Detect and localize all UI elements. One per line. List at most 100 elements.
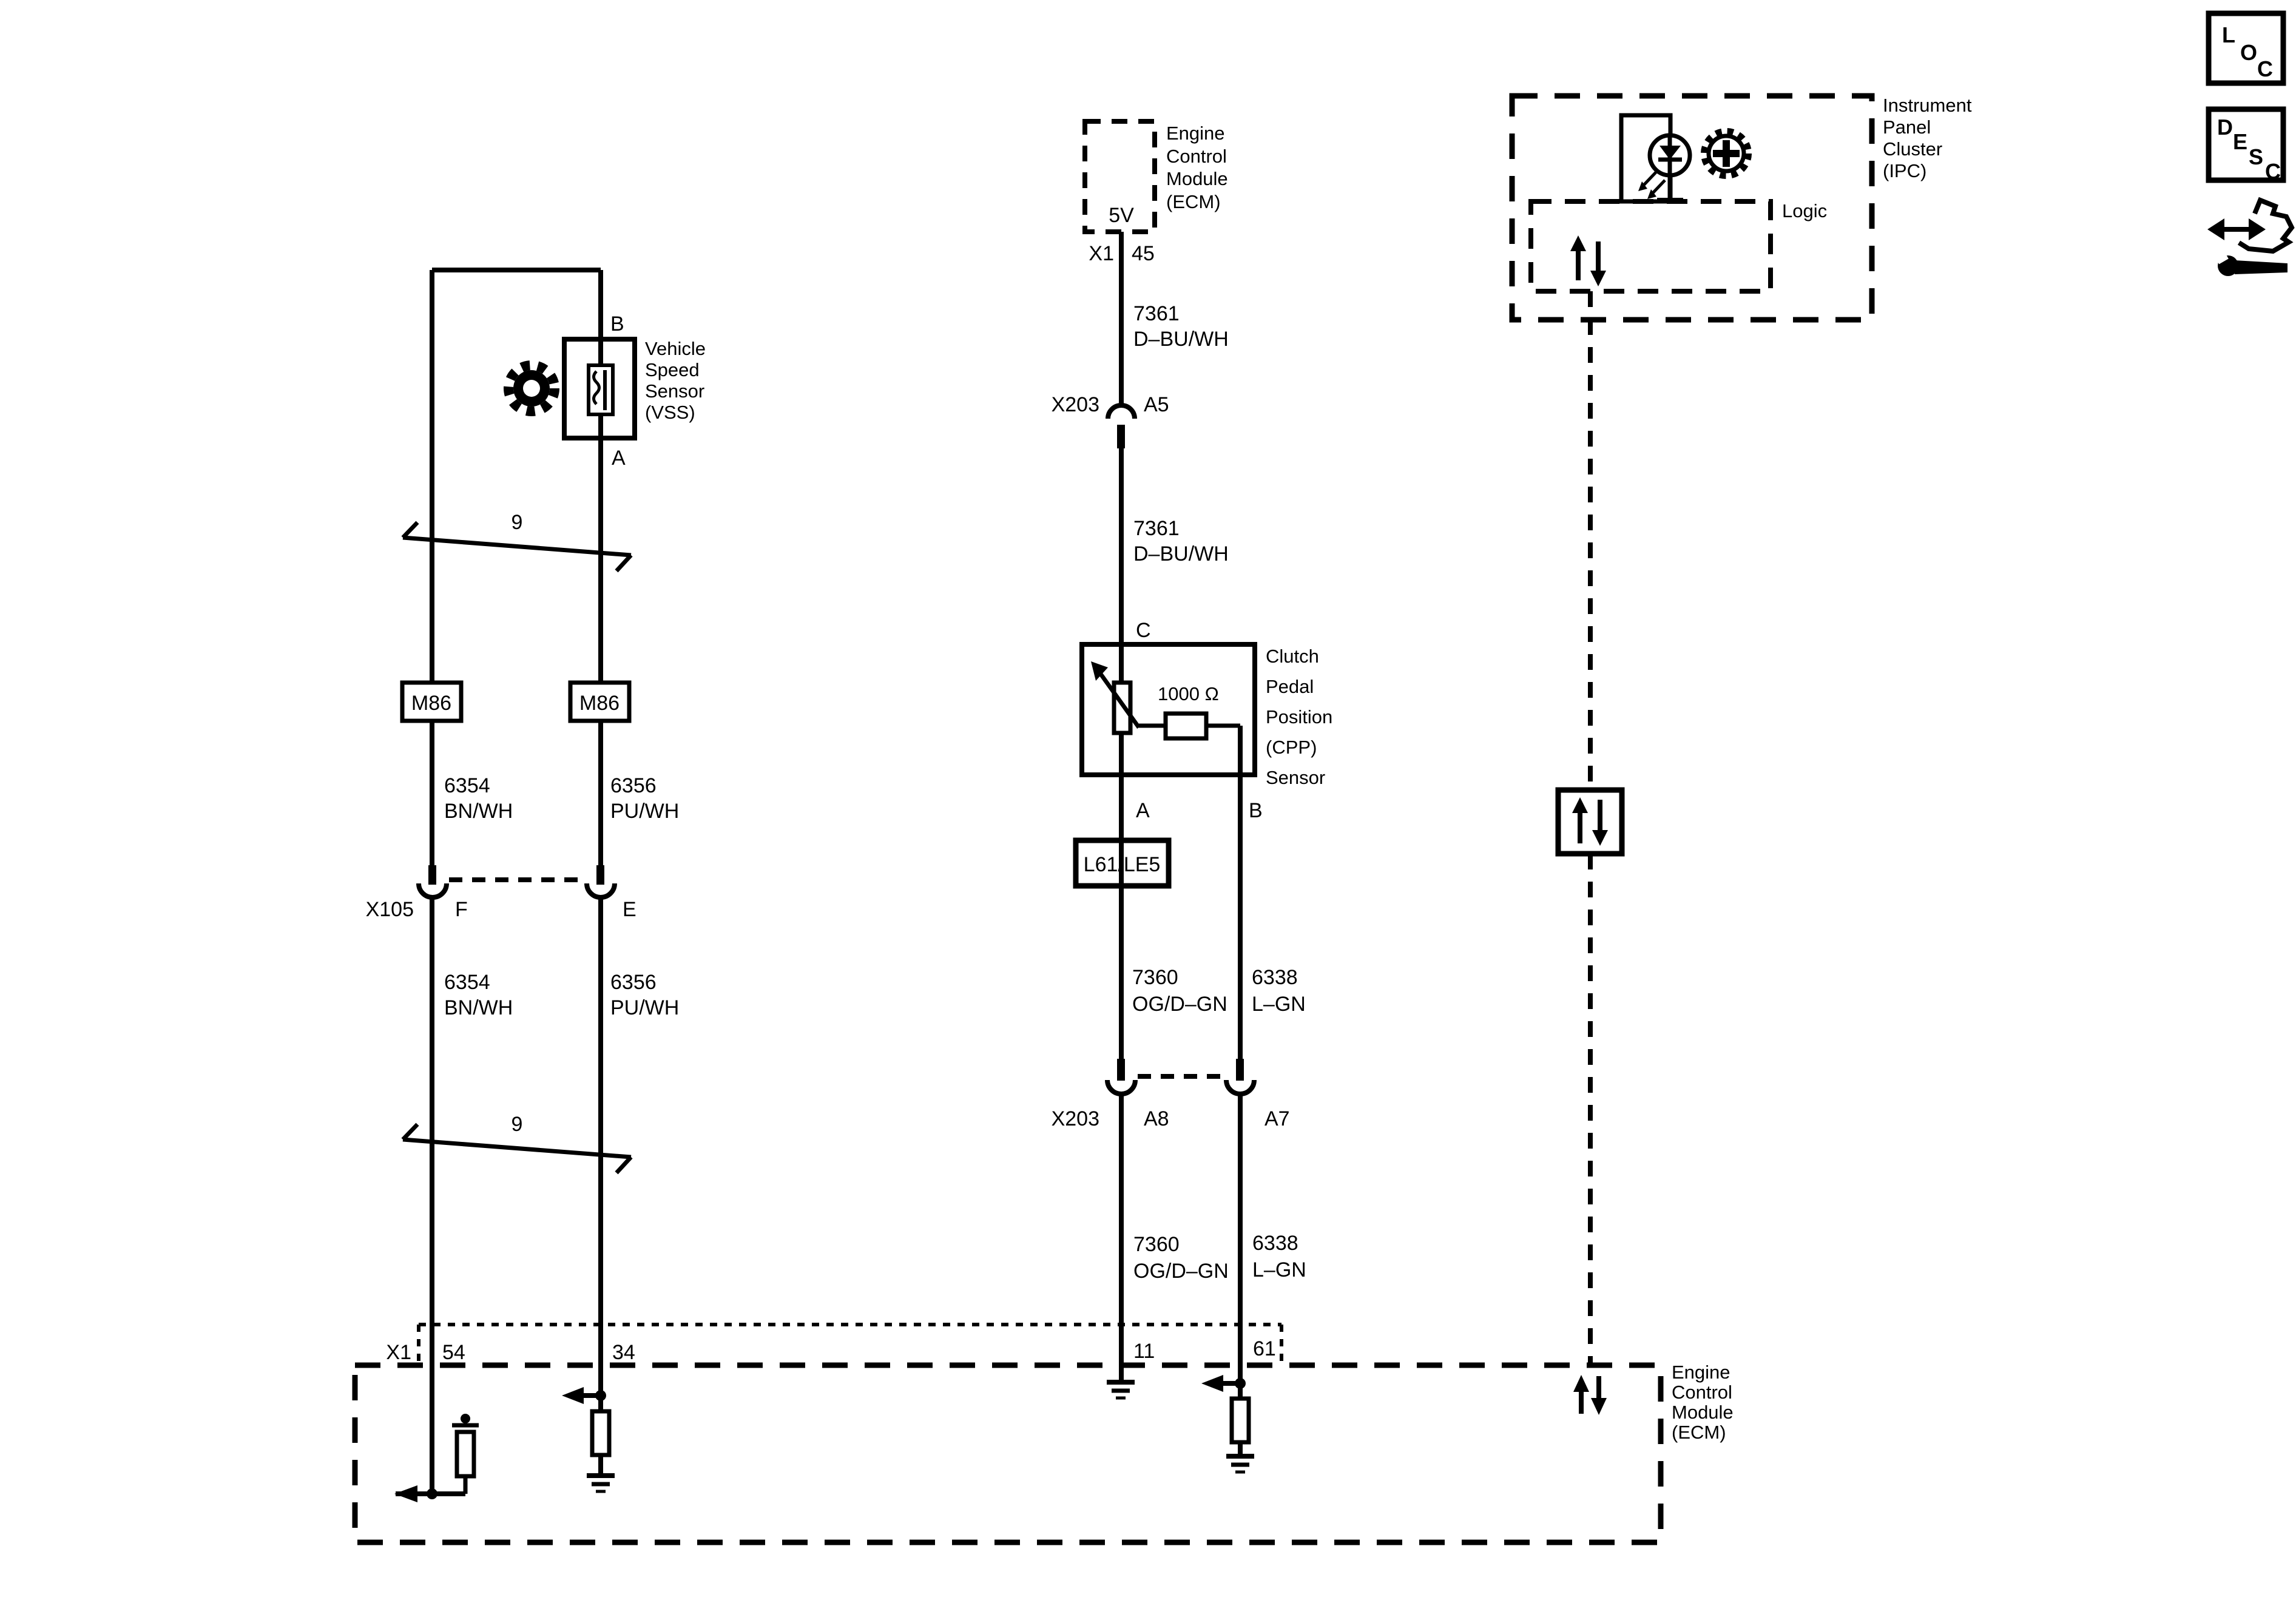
pin61-circuit — [1201, 1375, 1254, 1474]
ecm-top-name-line: Engine — [1166, 123, 1225, 144]
cpp-name-line: Clutch — [1266, 646, 1319, 667]
ecm-top-name-line: Control — [1166, 146, 1227, 167]
cpp-name-line: Sensor — [1266, 767, 1325, 788]
loc-letter: L — [2222, 22, 2235, 47]
wire-id: 7361 — [1133, 517, 1180, 540]
ecm-bottom — [352, 1323, 1664, 1545]
ecm-bottom-name-line: Control — [1672, 1382, 1732, 1403]
harness-line — [402, 535, 632, 558]
ipc-logic-box — [1528, 199, 1773, 294]
vss-name-line: (VSS) — [645, 402, 695, 423]
ecm-pin-number: 11 — [1133, 1340, 1155, 1363]
harness-count-top: 9 — [512, 511, 523, 534]
connector-name: X203 — [1052, 393, 1099, 416]
wire-color: PU/WH — [610, 996, 679, 1019]
labels: Vehicle Speed Sensor (VSS) B A 9 9 6354 … — [366, 22, 2281, 1443]
led-ray-1-head — [1638, 181, 1647, 191]
led-ray-2-head — [1647, 189, 1656, 199]
arrow-box — [1555, 787, 1625, 857]
splice-m86-left — [400, 680, 464, 723]
wire-color: L–GN — [1252, 1258, 1306, 1281]
logic-updown-arrows-icon — [1570, 235, 1606, 286]
pin61-resistor — [1229, 1396, 1251, 1445]
pin34-circuit — [562, 1387, 615, 1493]
cpp-resistor — [1163, 711, 1209, 741]
ground-icon — [587, 1473, 615, 1493]
wire-color: D–BU/WH — [1133, 328, 1229, 351]
x105-plug-right — [596, 865, 604, 885]
a5-socket — [1106, 403, 1137, 419]
speedometer-led-icon — [1619, 113, 1692, 204]
ecm-top-name-line: Module — [1166, 168, 1228, 189]
gear-hole — [523, 380, 540, 397]
splice-label: M86 — [579, 692, 620, 715]
harness-crossing-top — [401, 521, 633, 573]
ground-icon — [1226, 1454, 1254, 1474]
x105-socket-left — [416, 883, 449, 900]
ecm-bottom-name-line: (ECM) — [1672, 1422, 1726, 1443]
connector-pin: A5 — [1144, 393, 1169, 416]
ecm-top-name-line: (ECM) — [1166, 191, 1221, 212]
pin54-resistor — [454, 1430, 476, 1479]
ecm-pin-number: 34 — [612, 1341, 635, 1364]
harness-line — [402, 1137, 632, 1160]
connector-pin: A8 — [1144, 1107, 1169, 1130]
ipc-name-line: Cluster — [1883, 138, 1942, 160]
ipc-box — [1509, 93, 1875, 323]
loc-letter: C — [2257, 56, 2273, 81]
cpp-branch — [1073, 119, 1257, 1383]
led-anode-triangle — [1660, 146, 1681, 160]
vss-branch — [400, 268, 637, 1494]
desc-letter: C — [2265, 159, 2281, 184]
a5-plug — [1117, 425, 1125, 448]
wire-id: 6356 — [610, 774, 657, 797]
harness-hook-right — [615, 1155, 633, 1175]
desc-button[interactable] — [2206, 106, 2286, 183]
logic-label: Logic — [1782, 200, 1827, 221]
pin61-arrow-head — [1201, 1375, 1223, 1392]
ipc-name-line: (IPC) — [1883, 160, 1926, 181]
wire-color: BN/WH — [444, 996, 513, 1019]
wire-color: OG/D–GN — [1133, 1260, 1229, 1283]
pin34-arrow-head — [562, 1387, 584, 1404]
connector-x203-a5 — [1106, 403, 1137, 448]
ecm-bottom-name-line: Engine — [1672, 1362, 1730, 1383]
odometer-gear-icon — [1701, 128, 1752, 179]
wire-color: PU/WH — [610, 800, 679, 823]
ground-icon — [1107, 1380, 1135, 1400]
pin11-circuit — [1107, 1380, 1135, 1400]
splice-label: M86 — [411, 692, 451, 715]
wire-id: 6338 — [1252, 1232, 1298, 1255]
wire-id: 6354 — [444, 774, 490, 797]
connector-x203-a8a7 — [1105, 1059, 1257, 1096]
pin54-rail-dot — [461, 1414, 470, 1423]
serial-data-box — [1555, 787, 1625, 857]
wrench-handle — [2235, 260, 2288, 274]
down-arrow-head — [1592, 830, 1608, 846]
a8-plug — [1117, 1059, 1125, 1081]
loc-button[interactable] — [2206, 10, 2286, 86]
connector-name: X105 — [366, 898, 414, 921]
ipc-name-line: Instrument — [1883, 95, 1972, 116]
cpp-sensor-box — [1079, 642, 1257, 777]
wire-id: 6356 — [610, 971, 657, 994]
ecm-bottom-box — [352, 1362, 1664, 1545]
wire-id: 7360 — [1133, 1233, 1180, 1256]
gear-icon — [504, 360, 559, 416]
engine-tag-box — [1073, 837, 1172, 889]
vss-element-box — [587, 363, 615, 416]
engine-tag: L61/LE5 — [1084, 853, 1161, 876]
schematic-tools-icon[interactable] — [2207, 197, 2295, 276]
harness-hook-left — [401, 521, 419, 539]
connector-name: X1 — [386, 1341, 411, 1364]
connector-pin: A7 — [1264, 1107, 1290, 1130]
splice-m86-right — [568, 680, 632, 723]
up-arrow-head — [1573, 1375, 1589, 1392]
wire-color: D–BU/WH — [1133, 542, 1229, 565]
ipc-cluster — [1509, 93, 1875, 1365]
ipc-name-line: Panel — [1883, 116, 1931, 138]
wire-color: L–GN — [1252, 993, 1306, 1016]
wire-color: OG/D–GN — [1132, 993, 1227, 1016]
wire-id: 7361 — [1133, 302, 1180, 325]
